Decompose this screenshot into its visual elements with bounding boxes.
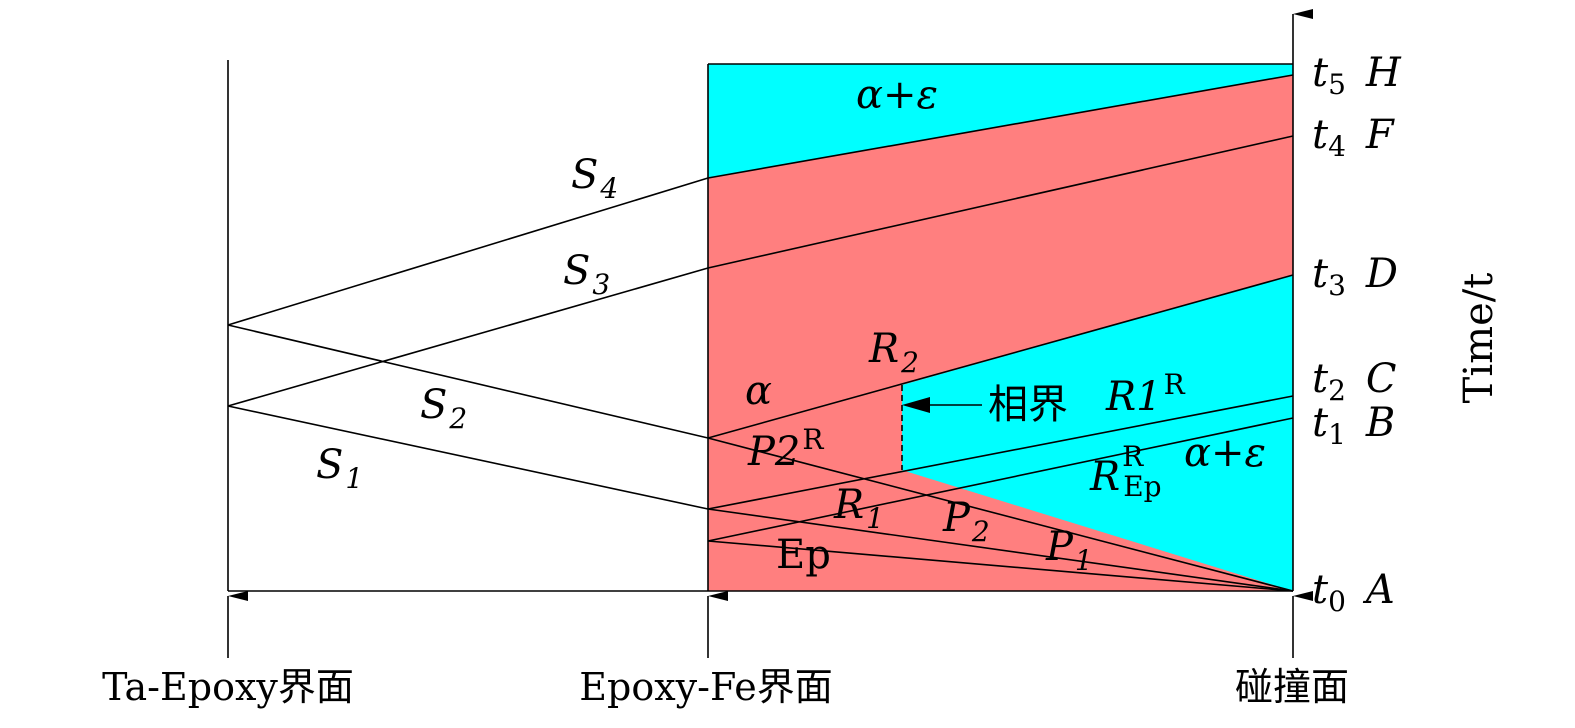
p1-wave-line xyxy=(707,508,1294,592)
alpha-epsilon-top-label: α+ε xyxy=(856,72,938,118)
bottom-arrows xyxy=(227,591,1313,658)
s2-wave-line xyxy=(227,324,709,439)
phase-boundary-label: 相界 xyxy=(988,382,1068,428)
ta-epoxy-interface-label: Ta-Epoxy界面 xyxy=(102,665,354,709)
interface-labels: Ta-Epoxy界面 Epoxy-Fe界面 碰撞面 xyxy=(102,665,1349,709)
s3-label: S3 xyxy=(563,248,610,301)
ep-wave-line xyxy=(707,540,1294,592)
alpha-epsilon-right-label: α+ε xyxy=(1184,430,1266,476)
impact-surface-label: 碰撞面 xyxy=(1235,665,1349,709)
r2-wave-line xyxy=(707,274,1294,439)
phase-regions xyxy=(708,64,1293,591)
ep-label: Ep xyxy=(776,532,831,578)
wave-lines xyxy=(227,74,1294,592)
epoxy-fe-interface-label: Epoxy-Fe界面 xyxy=(579,665,832,709)
s1-wave-line xyxy=(227,405,709,510)
phase-boundary-arrowhead xyxy=(902,397,930,413)
s4-transmitted-line xyxy=(707,74,1294,179)
r1-label: R1 xyxy=(833,482,884,535)
cyan-region-top xyxy=(708,64,1293,178)
cyan-region-wedge xyxy=(902,450,1293,591)
p1-label: P1 xyxy=(1045,524,1093,577)
s4-label: S4 xyxy=(571,152,618,205)
r-ep-wave-line xyxy=(707,417,1294,542)
s4-wave-line xyxy=(227,177,709,326)
alpha-label: α xyxy=(745,368,772,414)
time-axis-label: Time/t xyxy=(1456,273,1502,404)
s2-label: S2 xyxy=(420,382,467,435)
phase-labels: α+ε α+ε α 相界 xyxy=(745,72,1266,476)
s3-wave-line xyxy=(227,267,709,407)
r1r-label: R1R xyxy=(1105,368,1186,420)
r1-wave-line xyxy=(707,395,1294,510)
p2-wave-line xyxy=(707,437,1294,592)
p2r-label: P2R xyxy=(747,423,824,475)
s3-transmitted-line xyxy=(707,135,1294,269)
r2-label: R2 xyxy=(868,326,919,379)
p2-label: P2 xyxy=(942,495,990,548)
s1-label: S1 xyxy=(316,442,363,495)
